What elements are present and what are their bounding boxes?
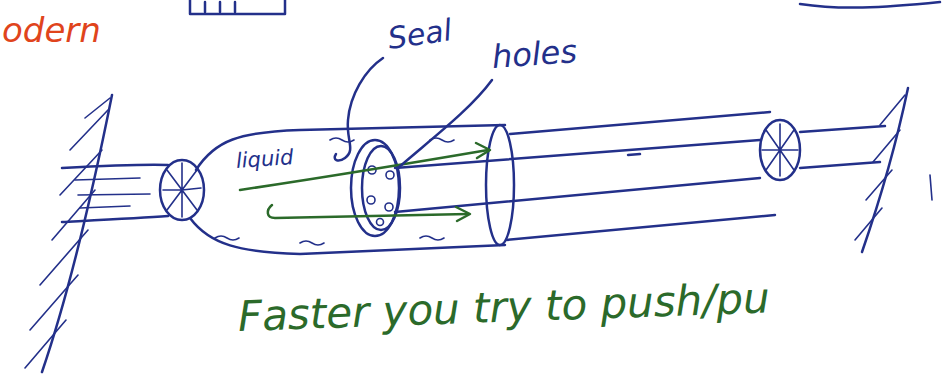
arrowhead [456,207,470,221]
left-wall [42,95,112,372]
piston-seal [351,140,399,236]
fragment [190,0,285,14]
heading-fragment: odern [2,12,101,49]
left-rod [62,165,168,222]
right-joint [760,120,800,180]
wall-hatch [25,98,110,368]
piston-rod [395,140,760,212]
hole [377,219,384,226]
seal-leader [335,58,383,161]
wall-hatch [855,95,932,240]
joint-spokes [762,124,798,176]
fragment [800,2,940,8]
arrowhead [476,143,490,158]
cylinder-bottom [190,218,505,254]
piston-face [362,146,400,230]
flow-arrow [268,205,468,218]
right-wall [862,88,908,252]
hole [386,171,394,179]
cylinder-opening [486,125,514,245]
rod-mark [628,154,640,155]
joint-spokes [163,163,201,217]
holes-leader [398,80,492,168]
right-tube [506,112,775,240]
rod-shading [75,178,150,208]
part-label: Seal [386,13,454,55]
part-label: holes [491,34,578,75]
hole [367,196,375,204]
liquid-waves [215,138,454,245]
hole [385,203,393,211]
note: Faster you try to push/pu [237,275,770,340]
part-label: liquid [235,146,294,173]
right-rod [800,126,885,168]
